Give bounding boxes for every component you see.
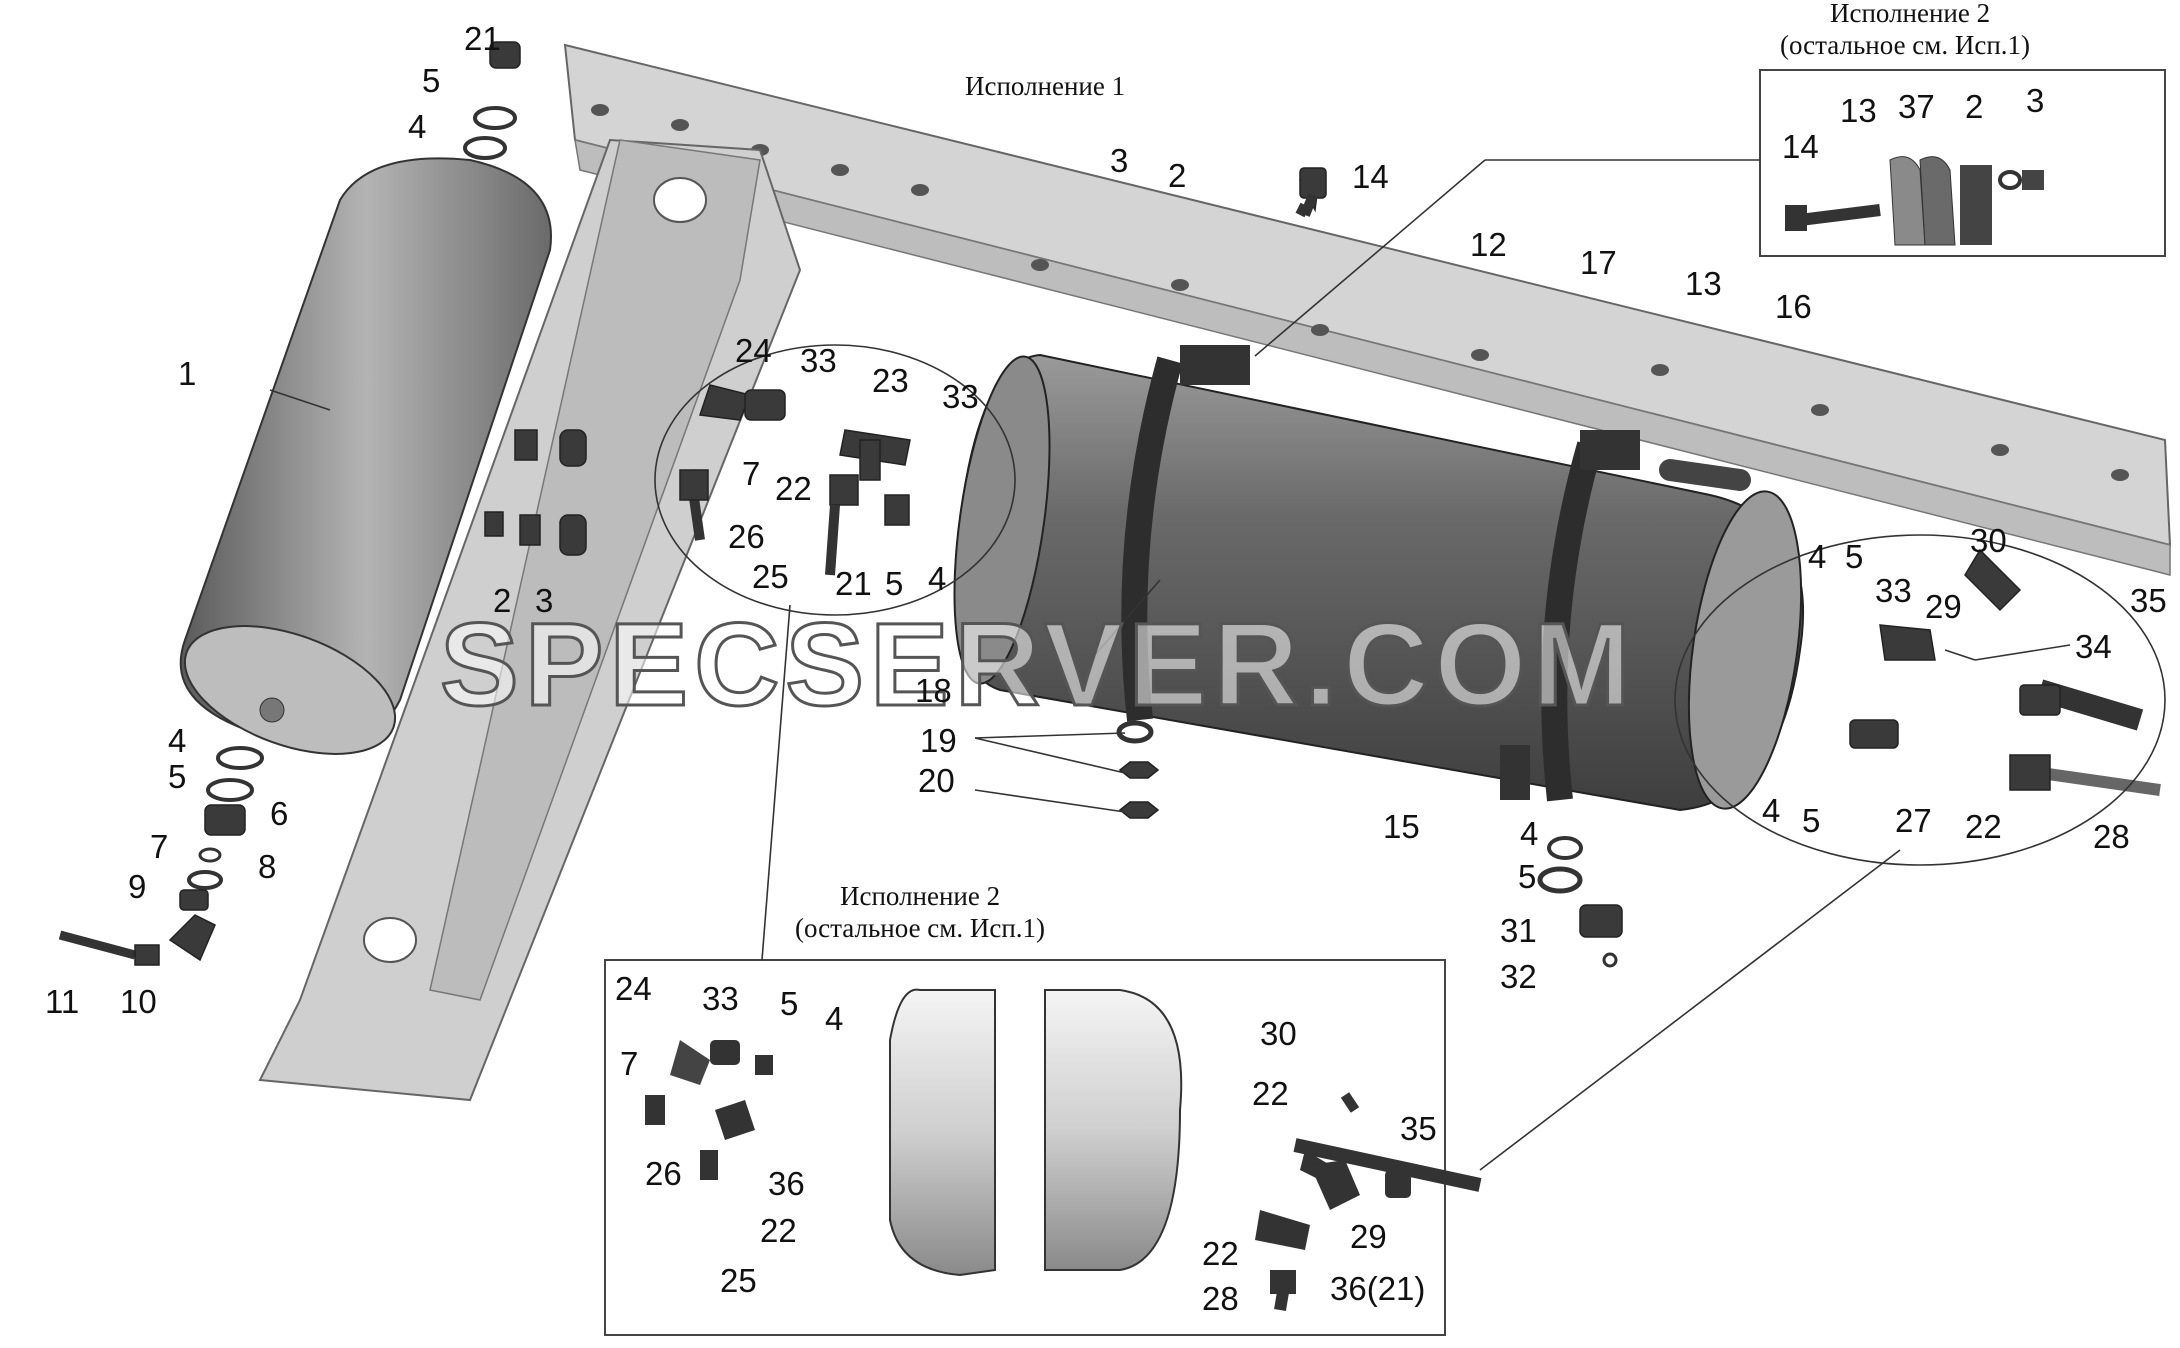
label-28: 28: [2093, 818, 2130, 855]
inset-bot-label-26: 26: [645, 1155, 682, 1192]
label-33: 33: [800, 342, 837, 379]
labels-bottom-inset: 24 33 5 4 7 26 36 22 25 30 22 35 29 22 2…: [615, 970, 1437, 1317]
label-35: 35: [2130, 582, 2167, 619]
label-7b: 7: [742, 455, 760, 492]
inset-bot-label-4: 4: [825, 1000, 843, 1037]
label-26: 26: [728, 518, 765, 555]
label-3: 3: [535, 582, 553, 619]
label-13: 13: [1685, 265, 1722, 302]
label-31: 31: [1500, 912, 1537, 949]
label-5c: 5: [885, 565, 903, 602]
label-4f: 4: [1762, 792, 1780, 829]
label-21b: 21: [835, 565, 872, 602]
inset-top-label-37: 37: [1898, 88, 1935, 125]
caption-isp2-top-2: (остальное см. Исп.1): [1780, 30, 2030, 60]
inset-top-label-2: 2: [1965, 88, 1983, 125]
label-16: 16: [1775, 288, 1812, 325]
label-14: 14: [1352, 158, 1389, 195]
inset-bot-label-33: 33: [702, 980, 739, 1017]
label-34: 34: [2075, 628, 2112, 665]
watermark: SPECSERVER.COM: [440, 599, 1637, 731]
label-5f: 5: [1802, 802, 1820, 839]
labels-top-inset: 14 13 37 2 3: [1782, 82, 2044, 165]
label-5: 5: [422, 62, 440, 99]
inset-bot-label-22b: 22: [1252, 1075, 1289, 1112]
label-10: 10: [120, 983, 157, 1020]
inset-bot-label-25: 25: [720, 1262, 757, 1299]
air-tank-main: [953, 345, 1805, 812]
inset-bot-label-29: 29: [1350, 1218, 1387, 1255]
leader-lines: [269, 159, 2071, 1171]
label-4b: 4: [168, 722, 186, 759]
inset-bot-label-36: 36: [768, 1165, 805, 1202]
label-8: 8: [258, 848, 276, 885]
label-4d: 4: [1520, 815, 1538, 852]
label-3b: 3: [1110, 142, 1128, 179]
cross-member: [258, 138, 802, 1102]
labels-main: 21 5 4 1 4 5 6 7 8 9 10 11 24 33 23 33 7…: [45, 20, 2167, 1020]
label-5b: 5: [168, 758, 186, 795]
label-22: 22: [775, 470, 812, 507]
label-7: 7: [150, 828, 168, 865]
label-5e: 5: [1845, 538, 1863, 575]
inset-bot-label-7: 7: [620, 1045, 638, 1082]
label-15: 15: [1383, 808, 1420, 845]
inset-bot-label-5: 5: [780, 985, 798, 1022]
inset-bot-label-30: 30: [1260, 1015, 1297, 1052]
label-17: 17: [1580, 244, 1617, 281]
label-21: 21: [464, 20, 501, 57]
label-32: 32: [1500, 958, 1537, 995]
label-11: 11: [45, 983, 79, 1020]
label-30: 30: [1970, 522, 2007, 559]
fittings: [58, 41, 2161, 968]
label-2b: 2: [1168, 157, 1186, 194]
caption-isp2-bottom-2: (остальное см. Исп.1): [795, 913, 1045, 943]
label-20: 20: [918, 762, 955, 799]
inset-top-label-14: 14: [1782, 128, 1819, 165]
label-18: 18: [915, 672, 952, 709]
label-1: 1: [178, 355, 196, 392]
inset-top-label-3: 3: [2026, 82, 2044, 119]
label-12: 12: [1470, 226, 1507, 263]
caption-isp2-top-1: Исполнение 2: [1830, 0, 1990, 28]
label-4: 4: [408, 108, 426, 145]
inset-top-label-13: 13: [1840, 92, 1877, 129]
label-33c: 33: [1875, 572, 1912, 609]
detail-ellipses: [654, 344, 2166, 866]
label-9: 9: [128, 868, 146, 905]
inset-top: [1759, 69, 2166, 257]
label-33b: 33: [942, 378, 979, 415]
label-27: 27: [1895, 802, 1932, 839]
label-19: 19: [920, 722, 957, 759]
frame-rail: [563, 43, 2172, 576]
inset-bottom: [604, 959, 1482, 1336]
label-5d: 5: [1518, 858, 1536, 895]
caption-isp1: Исполнение 1: [965, 71, 1125, 101]
label-2: 2: [493, 582, 511, 619]
inset-bot-label-28: 28: [1202, 1280, 1239, 1317]
label-23: 23: [872, 362, 909, 399]
label-22b: 22: [1965, 808, 2002, 845]
label-29: 29: [1925, 588, 1962, 625]
label-4e: 4: [1808, 538, 1826, 575]
inset-bot-label-22: 22: [760, 1212, 797, 1249]
label-6: 6: [270, 795, 288, 832]
label-4c: 4: [928, 560, 946, 597]
inset-bot-label-35: 35: [1400, 1110, 1437, 1147]
label-24: 24: [735, 332, 772, 369]
air-tank-left: [179, 157, 552, 755]
caption-isp2-bottom-1: Исполнение 2: [840, 881, 1000, 911]
inset-bot-label-24: 24: [615, 970, 652, 1007]
label-25: 25: [752, 558, 789, 595]
inset-bot-label-22c: 22: [1202, 1235, 1239, 1272]
inset-bot-label-36-21: 36(21): [1330, 1270, 1425, 1307]
